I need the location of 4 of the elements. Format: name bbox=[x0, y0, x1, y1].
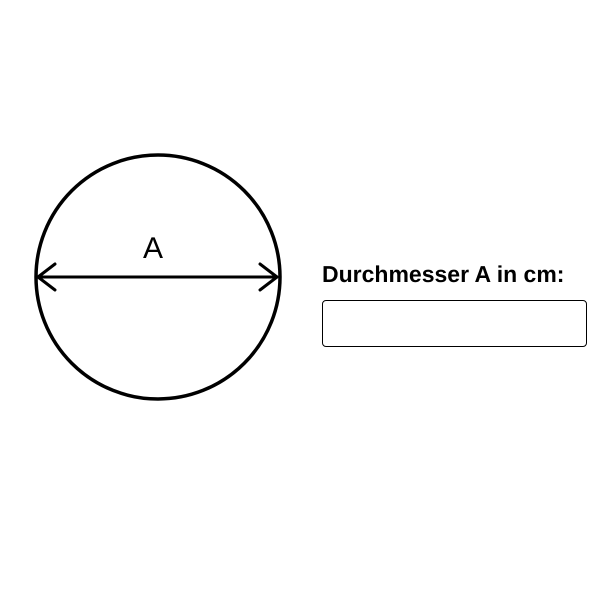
field-label: Durchmesser A in cm: bbox=[322, 262, 564, 288]
dimension-label: A bbox=[143, 232, 164, 265]
circle-outline bbox=[34, 153, 282, 401]
input-field bbox=[322, 300, 587, 347]
